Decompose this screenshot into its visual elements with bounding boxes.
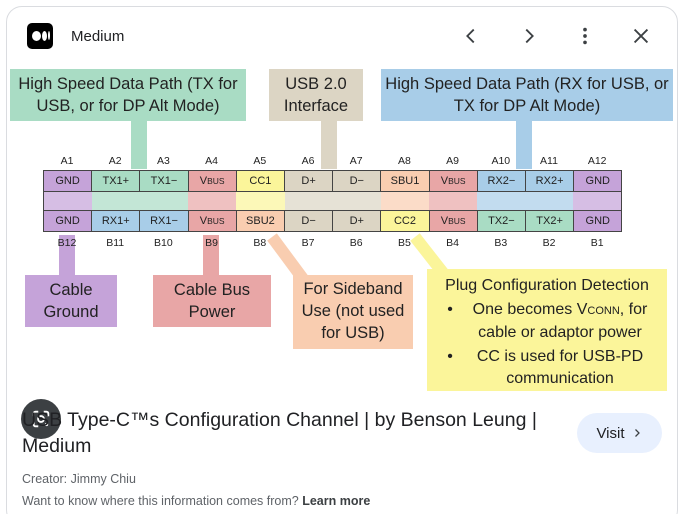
visit-button[interactable]: Visit (577, 413, 662, 453)
pin-number-top: A11 (540, 155, 558, 167)
pin-bottom: TX2− (476, 210, 526, 232)
pin-number-bottom: B12 (57, 237, 77, 249)
pin-top: TX1+ (91, 170, 141, 192)
plug-config-title: Plug Configuration Detection (445, 277, 649, 294)
pin-top: RX2+ (525, 170, 575, 192)
pin-top: D− (332, 170, 382, 192)
pin-number-top: A3 (156, 155, 170, 167)
pin-bottom: RX1+ (91, 210, 141, 232)
pin-number-bottom: B3 (494, 237, 508, 249)
rx-connector (516, 121, 532, 169)
pin-top: RX2− (476, 170, 526, 192)
pin-top: GND (43, 170, 93, 192)
pin-number-bottom: B6 (349, 237, 363, 249)
pin-number-top: A6 (301, 155, 315, 167)
pin-number-bottom: B2 (542, 237, 556, 249)
previous-button[interactable] (458, 23, 484, 49)
pin-number-bottom: B1 (590, 237, 604, 249)
power-connector (203, 235, 219, 277)
pin-top: GND (573, 170, 623, 192)
result-title[interactable]: USB Type-C™s Configuration Channel | by … (22, 409, 537, 457)
pin-number-bottom: B11 (106, 237, 125, 249)
pin-bottom: RX1− (139, 210, 189, 232)
pin-bottom: TX2+ (525, 210, 575, 232)
image-result-card: Medium High Speed Data Path (TX for USB,… (6, 6, 678, 514)
plug-config-box: Plug Configuration Detection • One becom… (427, 269, 667, 391)
usb2-connector (321, 121, 337, 169)
pin-number-bottom: B10 (154, 237, 173, 249)
chevron-left-icon (466, 28, 475, 44)
site-name[interactable]: Medium (71, 28, 125, 45)
source-note: Want to know where this information come… (22, 494, 371, 508)
plug-config-bullet-1: • One becomes VCONN, for cable or adapto… (447, 301, 648, 341)
google-lens-button[interactable] (21, 399, 61, 439)
creator-credit: Creator: Jimmy Chiu (22, 472, 136, 486)
pin-number-top: A7 (349, 155, 363, 167)
tx-path-label: High Speed Data Path (TX for USB, or for… (10, 69, 246, 121)
pin-top: CC1 (235, 170, 285, 192)
pin-number-top: A12 (587, 155, 607, 167)
pin-number-top: A8 (397, 155, 411, 167)
cable-ground-label: Cable Ground (25, 275, 117, 327)
pin-bottom: D+ (332, 210, 382, 232)
pin-top: SBU1 (380, 170, 430, 192)
pin-bottom: D− (284, 210, 334, 232)
pinout-midline (43, 192, 623, 210)
chevron-right-icon (525, 28, 534, 44)
pin-bottom: GND (573, 210, 623, 232)
pin-bottom: SBU2 (235, 210, 285, 232)
pin-number-top: A1 (60, 155, 74, 167)
google-lens-icon (32, 410, 50, 428)
pin-number-top: A5 (253, 155, 267, 167)
close-button[interactable] (628, 23, 654, 49)
usb-c-pinout-image[interactable]: High Speed Data Path (TX for USB, or for… (7, 69, 677, 439)
learn-more-link[interactable]: Learn more (302, 494, 371, 508)
close-icon (633, 28, 649, 44)
pin-bottom: GND (43, 210, 93, 232)
medium-logo-icon (27, 23, 53, 49)
more-vert-icon (583, 27, 587, 45)
more-options-button[interactable] (572, 23, 598, 49)
cable-power-label: Cable Bus Power (153, 275, 271, 327)
pin-number-top: A4 (205, 155, 219, 167)
tx-connector (131, 121, 147, 169)
pin-number-bottom: B9 (205, 237, 219, 249)
rx-path-label: High Speed Data Path (RX for USB, or TX … (381, 69, 673, 121)
pin-number-bottom: B8 (253, 237, 267, 249)
chevron-right-icon (634, 429, 640, 437)
pin-number-top: A10 (491, 155, 511, 167)
pin-top: D+ (284, 170, 334, 192)
pin-number-top: A9 (446, 155, 460, 167)
usb2-label: USB 2.0 Interface (269, 69, 363, 121)
visit-label: Visit (596, 424, 625, 442)
sideband-label: For Sideband Use (not used for USB) (293, 275, 413, 349)
pin-bottom: CC2 (380, 210, 430, 232)
next-button[interactable] (516, 23, 542, 49)
pin-top: TX1− (139, 170, 189, 192)
ground-connector (59, 235, 75, 277)
pin-number-top: A2 (108, 155, 122, 167)
pin-number-bottom: B5 (397, 237, 411, 249)
card-header: Medium (7, 7, 677, 67)
pin-number-bottom: B7 (301, 237, 315, 249)
pin-number-bottom: B4 (446, 237, 460, 249)
plug-config-bullet-2: • CC is used for USB-PD communication (447, 348, 644, 387)
